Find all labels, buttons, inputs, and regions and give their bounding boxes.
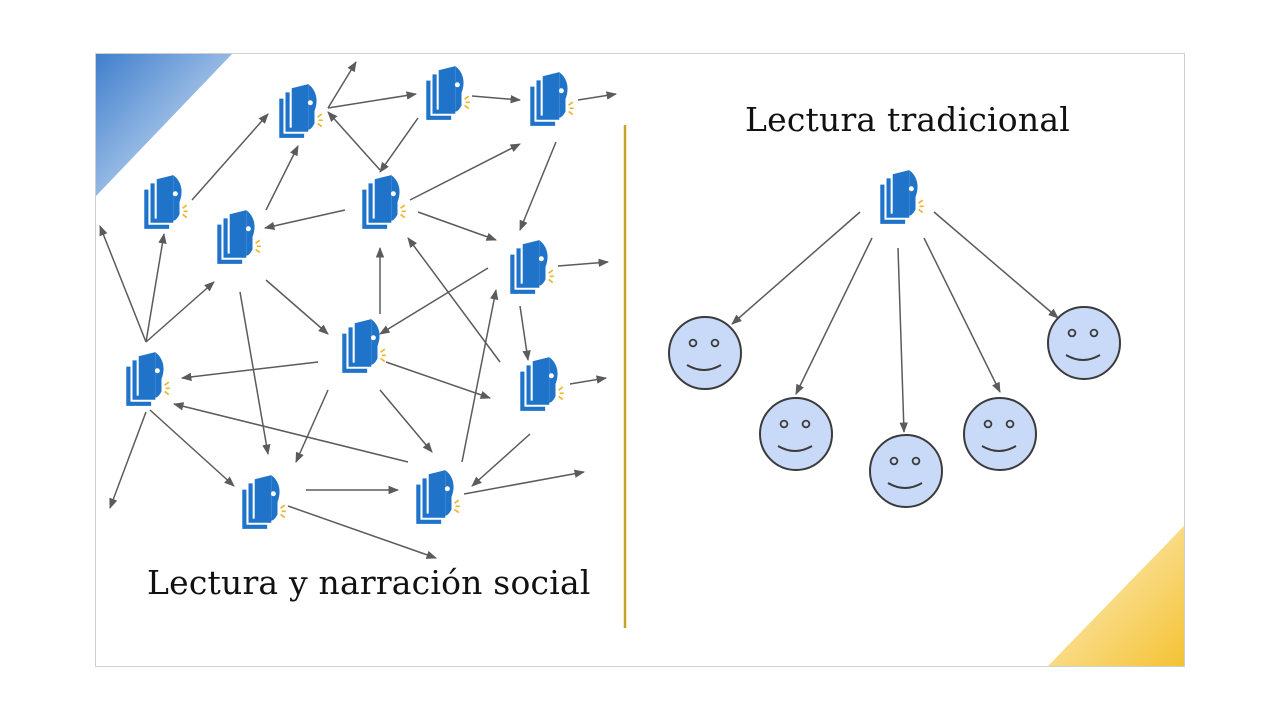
social-network-arrows: [99, 61, 618, 559]
traditional-arrows: [731, 211, 1059, 434]
book-speaker-icon: [216, 209, 261, 265]
book-speaker-icon: [241, 474, 286, 530]
book-speaker-icon: [519, 356, 564, 412]
slide-frame: [95, 53, 1185, 667]
smiley-face-icon: [869, 434, 943, 508]
traditional-reading-label: Lectura tradicional: [745, 100, 1070, 139]
smiley-face-icon: [668, 316, 742, 390]
smiley-face-icon: [963, 397, 1037, 471]
book-speaker-icon: [425, 65, 470, 121]
book-speaker-icon: [879, 169, 924, 225]
social-reading-label: Lectura y narración social: [147, 563, 591, 602]
book-speaker-icon: [529, 71, 574, 127]
corner-accent-blue: [96, 54, 232, 196]
listeners: [668, 306, 1121, 508]
corner-accent-gold: [1048, 526, 1184, 666]
smiley-face-icon: [759, 397, 833, 471]
book-speaker-icon: [143, 174, 188, 230]
book-speaker-icon: [278, 83, 323, 139]
smiley-face-icon: [1047, 306, 1121, 380]
book-speaker-icon: [415, 469, 460, 525]
book-speaker-icon: [341, 318, 386, 374]
book-speaker-icon: [361, 174, 406, 230]
book-speaker-icon: [125, 351, 170, 407]
book-speaker-icon: [509, 239, 554, 295]
